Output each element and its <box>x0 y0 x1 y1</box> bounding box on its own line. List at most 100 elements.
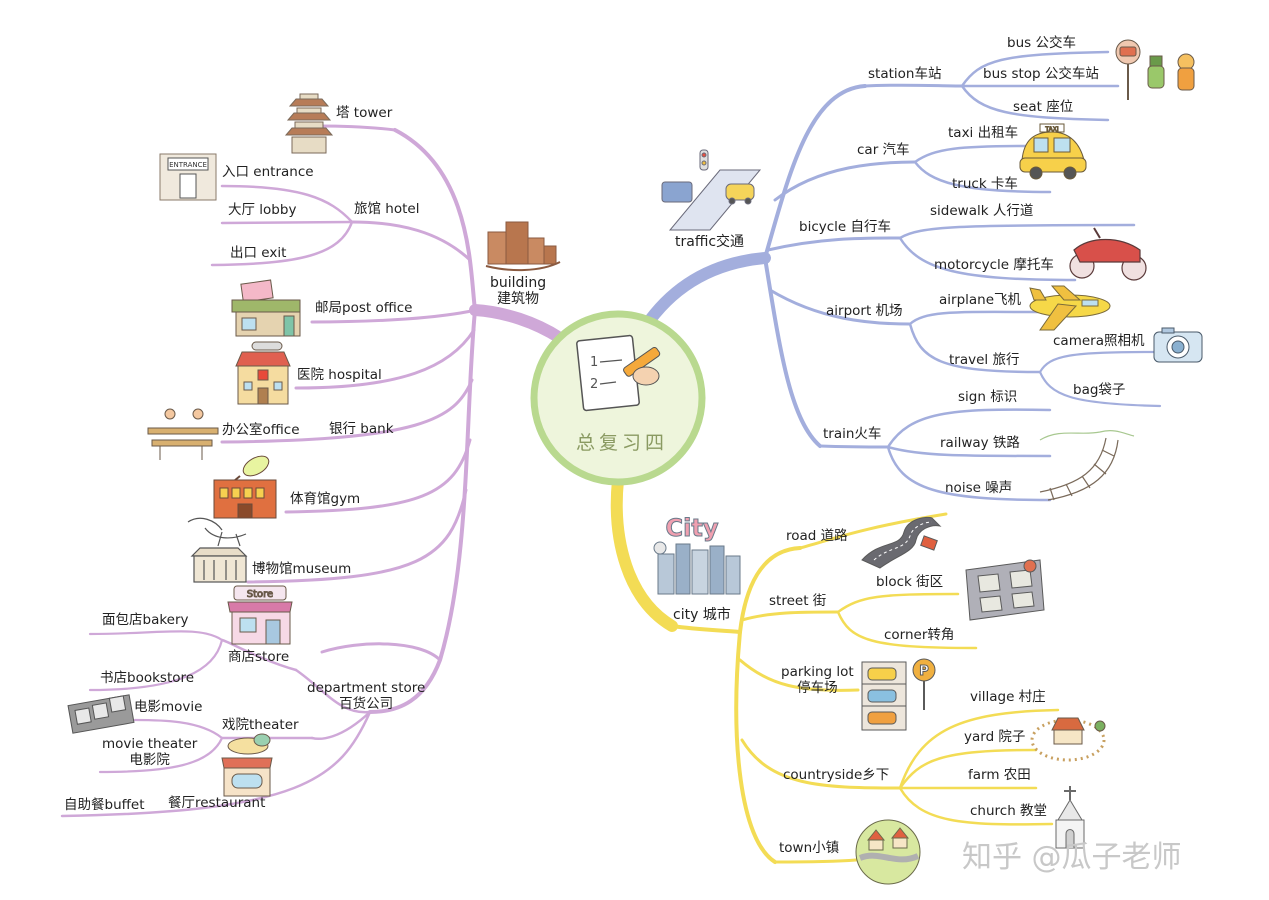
svg-text:2: 2 <box>590 377 598 392</box>
farm-label: farm 农田 <box>968 767 1031 783</box>
bus-stop-label: bus stop 公交车站 <box>983 66 1099 82</box>
center-node: 1 2 <box>530 310 706 486</box>
truck-line <box>913 160 1052 194</box>
bicycle-line <box>766 236 902 252</box>
museum-label: 博物馆museum <box>252 561 352 577</box>
town-label: town小镇 <box>779 840 840 856</box>
gym-line <box>284 438 472 514</box>
lobby-line <box>220 220 354 225</box>
movie-line <box>133 718 224 740</box>
seat-line <box>960 84 1110 122</box>
hotel-line <box>350 220 472 262</box>
village-label: village 村庄 <box>970 689 1046 705</box>
city-block-icon <box>965 559 1045 621</box>
entrance-sign-icon: ENTRANCE <box>159 153 217 201</box>
church-icon <box>1055 786 1085 849</box>
hospital-line <box>294 328 476 390</box>
building-trunk <box>469 304 566 344</box>
traffic-scene-icon <box>661 149 762 231</box>
railway-label: railway 铁路 <box>940 435 1020 451</box>
store-spine <box>220 638 298 672</box>
exit-label: 出口 exit <box>230 245 287 261</box>
restaurant-icon <box>221 733 273 797</box>
street-label: street 街 <box>769 593 827 609</box>
noise-line <box>886 445 1052 502</box>
travel-label: travel 旅行 <box>949 352 1020 368</box>
gym-icon <box>213 455 277 519</box>
traffic-branch-lines <box>644 50 1162 502</box>
hospital-icon <box>235 341 291 405</box>
bus-line <box>960 50 1110 88</box>
airport-label: airport 机场 <box>826 303 903 319</box>
building-spine <box>393 128 477 312</box>
entrance-sign-text: ENTRANCE <box>169 161 207 169</box>
gym-label: 体育馆gym <box>290 491 361 507</box>
office-label: 办公室office <box>222 422 300 438</box>
seat-label: seat 座位 <box>1013 99 1074 115</box>
motorcycle-line <box>898 236 1077 282</box>
station-label: station车站 <box>868 66 942 82</box>
sidewalk-line <box>898 223 1136 240</box>
city-spine-up <box>738 546 802 634</box>
department-store-line <box>320 642 442 662</box>
svg-text:1: 1 <box>590 355 598 370</box>
tower-line <box>316 124 397 132</box>
restaurant-line <box>60 710 372 818</box>
parking-garage-icon: P <box>861 658 936 731</box>
car-line <box>773 160 917 202</box>
station-line <box>863 83 964 88</box>
road-label: road 道路 <box>786 528 848 544</box>
city-branch-lines <box>610 474 1060 864</box>
corner-label: corner转角 <box>884 627 955 643</box>
pagoda-icon <box>284 93 334 154</box>
countryside-label: countryside乡下 <box>783 767 890 783</box>
taxi-icon: TAXI <box>1019 123 1087 180</box>
city-label: city 城市 <box>673 607 731 623</box>
store-line <box>294 668 372 714</box>
block-label: block 街区 <box>876 574 944 590</box>
sidewalk-label: sidewalk 人行道 <box>930 203 1034 219</box>
museum-icon <box>187 517 248 583</box>
church-label: church 教堂 <box>970 803 1048 819</box>
countryside-line <box>740 738 902 790</box>
airplane-label: airplane飞机 <box>939 292 1022 308</box>
building-spine-lower <box>368 308 477 714</box>
airplane-icon <box>1029 285 1111 331</box>
bank-label: 银行 bank <box>329 421 394 437</box>
watermark: 知乎 @瓜子老师 <box>962 840 1182 875</box>
bicycle-label: bicycle 自行车 <box>799 219 892 235</box>
film-strip-icon <box>67 694 135 734</box>
bookstore-line <box>88 638 224 692</box>
bag-line <box>1038 370 1162 408</box>
train-line <box>818 444 890 449</box>
bookstore-label: 书店bookstore <box>100 670 195 686</box>
museum-line <box>246 488 468 584</box>
post-office-icon <box>231 279 301 337</box>
sign-line <box>886 408 1052 449</box>
theater-line <box>310 710 372 741</box>
notepad-pencil-icon: 1 2 <box>576 334 661 412</box>
curvy-road-icon <box>861 516 942 569</box>
bakery-label: 面包店bakery <box>102 612 189 628</box>
movie-label: 电影movie <box>134 699 203 715</box>
yard-house-icon <box>1030 717 1106 762</box>
train-label: train火车 <box>823 426 882 442</box>
store-sign-text: Store <box>247 589 273 600</box>
bakery-line <box>88 630 224 642</box>
city-trunk <box>610 474 678 632</box>
bag-label: bag袋子 <box>1073 382 1126 398</box>
traffic-trunk <box>644 252 771 326</box>
motorcycle-label: motorcycle 摩托车 <box>934 257 1054 273</box>
yard-line <box>898 748 1038 790</box>
camera-line <box>1038 350 1158 374</box>
car-label: car 汽车 <box>857 142 910 158</box>
street-line <box>740 610 840 622</box>
movie-theater-line <box>98 736 224 774</box>
exit-line <box>210 220 354 267</box>
post-office-line <box>310 308 478 324</box>
lobby-label: 大厅 lobby <box>228 202 297 218</box>
restaurant-label: 餐厅restaurant <box>168 795 266 811</box>
city-link <box>670 624 742 634</box>
center-title: 总复习四 <box>575 432 668 454</box>
